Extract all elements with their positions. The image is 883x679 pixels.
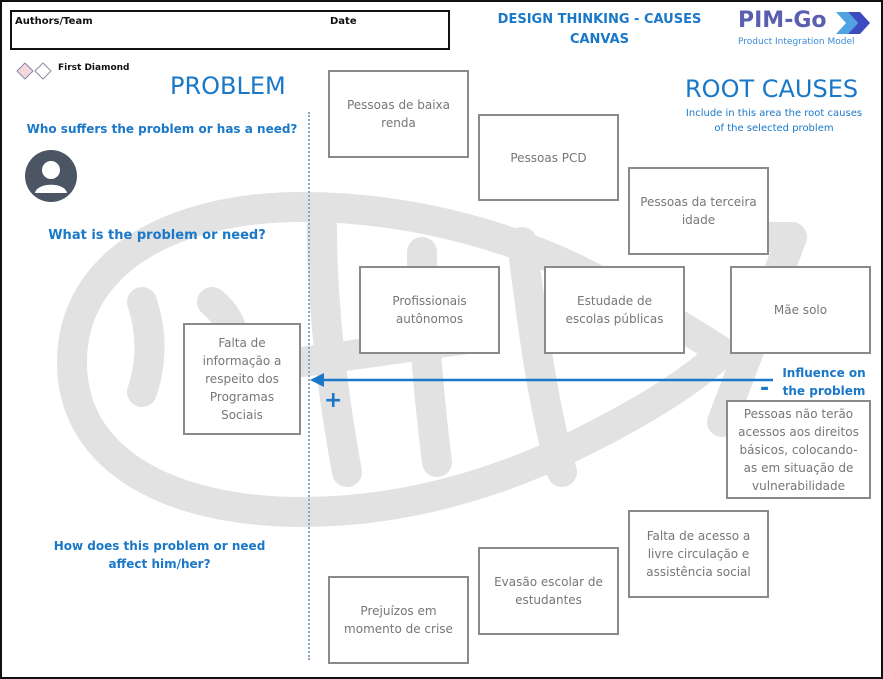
date-label: Date	[330, 16, 357, 27]
canvas-title-line2: CANVAS	[569, 32, 630, 47]
sticky-note[interactable]: Evasão escolar de estudantes	[478, 547, 619, 635]
influence-label-line2: the problem	[782, 384, 866, 398]
user-avatar-icon	[25, 150, 77, 202]
root-causes-subtitle: Include in this area the root causes of …	[682, 106, 866, 136]
sticky-note[interactable]: Falta de acesso a livre circulação e ass…	[628, 510, 769, 598]
question-how-line1: How does this problem or need	[53, 539, 266, 553]
question-how-line2: affect him/her?	[108, 557, 211, 571]
sticky-note[interactable]: Profissionais autônomos	[359, 266, 500, 354]
influence-label: Influence on the problem	[774, 364, 874, 400]
logo-subtitle: Product Integration Model	[738, 37, 855, 47]
logo-text: PIM-Go	[738, 8, 827, 33]
root-causes-sub-line1: Include in this area the root causes	[685, 108, 863, 119]
problem-sticky-note[interactable]: Falta de informação a respeito dos Progr…	[183, 323, 301, 435]
authors-date-box[interactable]: Authors/Team Date	[10, 10, 450, 50]
canvas-title-line1: DESIGN THINKING - CAUSES	[497, 12, 702, 27]
sticky-note[interactable]: Pessoas não terão acessos aos direitos b…	[726, 400, 871, 499]
pim-go-logo: PIM-Go Product Integration Model	[738, 8, 878, 52]
sticky-note[interactable]: Estudade de escolas públicas	[544, 266, 685, 354]
root-causes-sub-line2: of the selected problem	[714, 123, 834, 134]
chevrons-icon	[836, 12, 870, 34]
influence-arrow	[310, 373, 773, 387]
sticky-note[interactable]: Mãe solo	[730, 266, 871, 354]
authors-label: Authors/Team	[15, 16, 93, 27]
diamond-icon	[16, 62, 52, 80]
minus-sign: -	[760, 376, 770, 401]
question-who: Who suffers the problem or has a need?	[26, 122, 298, 136]
canvas-title: DESIGN THINKING - CAUSES CANVAS	[472, 10, 727, 50]
question-what: What is the problem or need?	[48, 228, 266, 243]
sticky-note[interactable]: Prejuízos em momento de crise	[328, 576, 469, 664]
problem-heading: PROBLEM	[170, 72, 286, 100]
sticky-note[interactable]: Pessoas da terceira idade	[628, 167, 769, 255]
sticky-note[interactable]: Pessoas de baixa renda	[328, 70, 469, 158]
diamond-label: First Diamond	[58, 63, 130, 73]
section-divider	[308, 112, 310, 660]
influence-label-line1: Influence on	[782, 366, 866, 380]
plus-sign: +	[324, 388, 343, 413]
root-causes-heading: ROOT CAUSES	[685, 75, 859, 103]
question-how: How does this problem or need affect him…	[42, 537, 277, 573]
sticky-note[interactable]: Pessoas PCD	[478, 114, 619, 201]
